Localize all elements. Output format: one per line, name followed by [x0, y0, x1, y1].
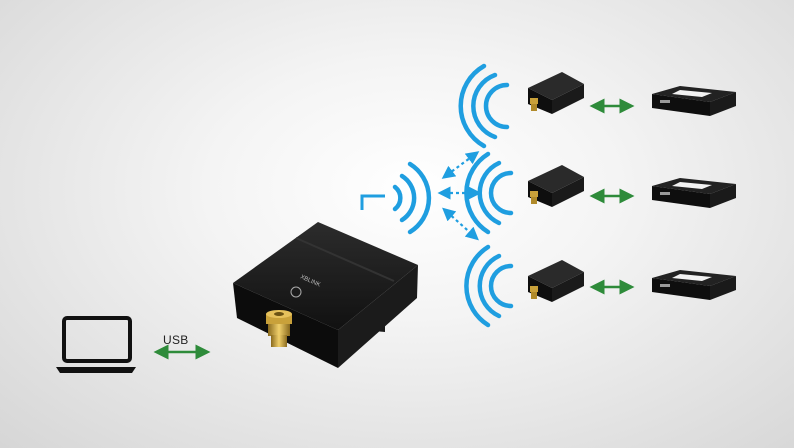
wifi-waves-icon: [458, 63, 510, 149]
wifi-waves-icon: [464, 244, 514, 328]
remote-radio-module: [528, 72, 584, 114]
wifi-waves-icon: [392, 161, 432, 235]
gateway-device: XBLINK: [233, 222, 418, 368]
flight-controller-device: [652, 270, 736, 300]
flight-controller-device: [652, 86, 736, 116]
gateway-radio-line: [360, 194, 385, 210]
laptop-icon: [56, 316, 136, 373]
serial-link-arrows: [589, 98, 635, 295]
remote-radio-module: [528, 260, 584, 302]
wireless-link-arrows: [437, 151, 482, 241]
flight-controller-device: [652, 178, 736, 208]
wifi-waves-icon: [464, 151, 514, 235]
usb-label: USB: [163, 333, 189, 347]
remote-radio-module: [528, 165, 584, 207]
